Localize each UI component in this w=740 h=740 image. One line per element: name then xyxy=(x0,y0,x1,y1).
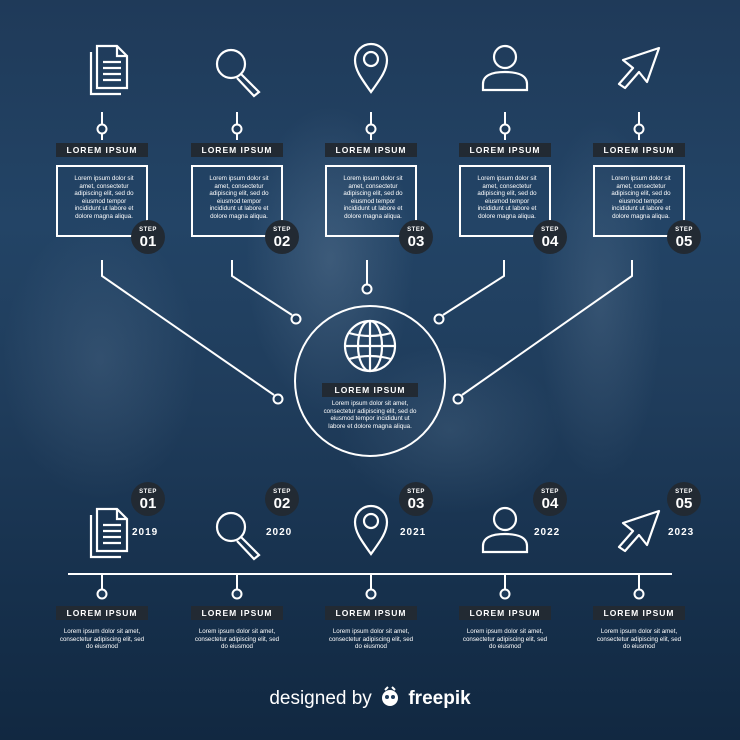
footer-prefix: designed by xyxy=(269,688,372,709)
step-3-text: Lorem ipsum dolor sit amet, consectetur … xyxy=(343,175,403,220)
step-4-title: LOREM IPSUM xyxy=(459,143,551,157)
cursor-arrow-icon xyxy=(617,509,661,553)
timeline-4-badge-number: 04 xyxy=(541,495,559,512)
magnifier-icon xyxy=(215,511,261,561)
step-5-badge-label: STEP xyxy=(675,227,693,233)
center-title: LOREM IPSUM xyxy=(322,383,418,397)
step-5-box: Lorem ipsum dolor sit amet, consectetur … xyxy=(593,165,685,237)
user-icon xyxy=(481,44,529,92)
user-icon xyxy=(481,506,529,554)
step-4-badge-number: 04 xyxy=(541,233,559,250)
timeline-4-title: LOREM IPSUM xyxy=(459,606,551,620)
step-3-badge: STEP 03 xyxy=(399,220,433,254)
timeline-1-badge-number: 01 xyxy=(139,495,157,512)
center-text: Lorem ipsum dolor sit amet, consectetur … xyxy=(323,400,417,430)
step-5-title: LOREM IPSUM xyxy=(593,143,685,157)
step-3-badge-number: 03 xyxy=(407,233,425,250)
footer-brand: freepik xyxy=(408,688,471,709)
timeline-5-year: 2023 xyxy=(668,527,695,538)
step-1-text: Lorem ipsum dolor sit amet, consectetur … xyxy=(74,175,134,220)
magnifier-icon xyxy=(215,48,261,98)
center-circle xyxy=(294,305,446,457)
timeline-3-year: 2021 xyxy=(400,527,427,538)
timeline-3-badge: STEP 03 xyxy=(399,482,433,516)
step-4-box: Lorem ipsum dolor sit amet, consectetur … xyxy=(459,165,551,237)
timeline-1-title: LOREM IPSUM xyxy=(56,606,148,620)
timeline-5-badge: STEP 05 xyxy=(667,482,701,516)
step-1-badge-number: 01 xyxy=(139,233,157,250)
step-1-badge-label: STEP xyxy=(139,227,157,233)
timeline-1-badge: STEP 01 xyxy=(131,482,165,516)
step-3-box: Lorem ipsum dolor sit amet, consectetur … xyxy=(325,165,417,237)
timeline-5-title: LOREM IPSUM xyxy=(593,606,685,620)
step-4-badge: STEP 04 xyxy=(533,220,567,254)
step-5-badge-number: 05 xyxy=(675,233,693,250)
step-1-badge: STEP 01 xyxy=(131,220,165,254)
timeline-2-year: 2020 xyxy=(266,527,293,538)
step-2-badge-label: STEP xyxy=(273,227,291,233)
step-2-box: Lorem ipsum dolor sit amet, consectetur … xyxy=(191,165,283,237)
step-2-title: LOREM IPSUM xyxy=(191,143,283,157)
step-1-box: Lorem ipsum dolor sit amet, consectetur … xyxy=(56,165,148,237)
timeline-5-badge-label: STEP xyxy=(675,489,693,495)
footer-credit: designed by freepik xyxy=(0,685,740,710)
timeline-5-text: Lorem ipsum dolor sit amet, consectetur … xyxy=(596,628,682,651)
location-pin-icon xyxy=(353,504,389,556)
step-3-title: LOREM IPSUM xyxy=(325,143,417,157)
step-1-title: LOREM IPSUM xyxy=(56,143,148,157)
step-5-badge: STEP 05 xyxy=(667,220,701,254)
step-5-text: Lorem ipsum dolor sit amet, consectetur … xyxy=(611,175,671,220)
step-3-badge-label: STEP xyxy=(407,227,425,233)
timeline-4-text: Lorem ipsum dolor sit amet, consectetur … xyxy=(462,628,548,651)
step-2-badge: STEP 02 xyxy=(265,220,299,254)
timeline-1-text: Lorem ipsum dolor sit amet, consectetur … xyxy=(59,628,145,651)
step-2-text: Lorem ipsum dolor sit amet, consectetur … xyxy=(209,175,269,220)
document-icon xyxy=(89,44,129,96)
timeline-3-badge-number: 03 xyxy=(407,495,425,512)
timeline-1-year: 2019 xyxy=(132,527,159,538)
timeline-4-badge: STEP 04 xyxy=(533,482,567,516)
timeline-2-badge-number: 02 xyxy=(273,495,291,512)
timeline-5-badge-number: 05 xyxy=(675,495,693,512)
timeline-4-badge-label: STEP xyxy=(541,489,559,495)
timeline-4-year: 2022 xyxy=(534,527,561,538)
step-2-badge-number: 02 xyxy=(273,233,291,250)
timeline-2-badge: STEP 02 xyxy=(265,482,299,516)
step-4-badge-label: STEP xyxy=(541,227,559,233)
step-4-text: Lorem ipsum dolor sit amet, consectetur … xyxy=(477,175,537,220)
timeline-2-text: Lorem ipsum dolor sit amet, consectetur … xyxy=(194,628,280,651)
cursor-arrow-icon xyxy=(617,46,661,90)
freepik-logo-icon xyxy=(382,686,399,706)
globe-icon xyxy=(343,319,397,373)
timeline-3-title: LOREM IPSUM xyxy=(325,606,417,620)
document-icon xyxy=(89,507,129,559)
timeline-1-badge-label: STEP xyxy=(139,489,157,495)
timeline-2-badge-label: STEP xyxy=(273,489,291,495)
timeline-2-title: LOREM IPSUM xyxy=(191,606,283,620)
location-pin-icon xyxy=(353,42,389,94)
timeline-3-badge-label: STEP xyxy=(407,489,425,495)
timeline-3-text: Lorem ipsum dolor sit amet, consectetur … xyxy=(328,628,414,651)
